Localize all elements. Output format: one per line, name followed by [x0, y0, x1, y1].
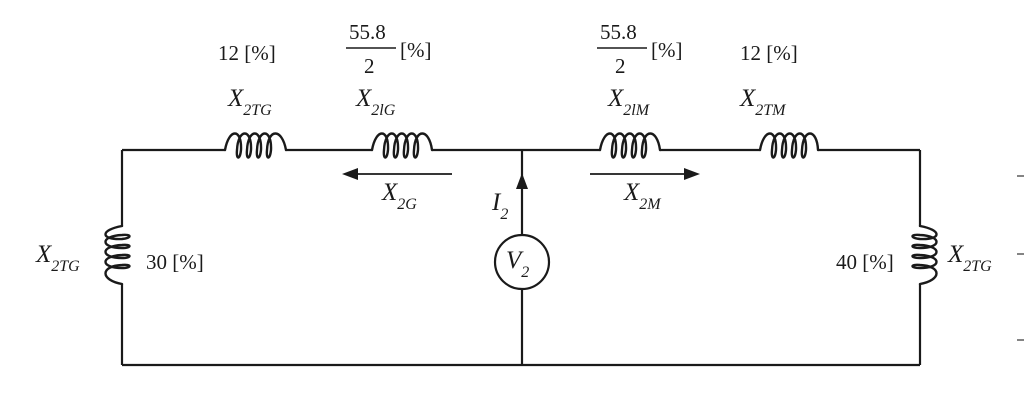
fraction-right-numerator: 55.8: [600, 20, 637, 44]
inductor-x2lg: [370, 132, 434, 159]
label-top-right-pct: 12 [%]: [740, 41, 798, 65]
label-left-vertical-pct: 30 [%]: [146, 250, 204, 274]
inductor-x2tm: [758, 132, 820, 159]
edge-marks: [1017, 175, 1024, 341]
arrow-x2g: [342, 168, 452, 180]
symbol-x2lm: X2lM: [607, 85, 651, 119]
wires: [120, 148, 922, 367]
symbol-x2tm: X2TM: [739, 85, 787, 119]
inductor-x2lm: [598, 132, 662, 159]
symbol-x2tg-right: X2TG: [947, 241, 992, 275]
voltage-source-v2: [493, 233, 551, 291]
inductor-x2tg-left: [104, 224, 131, 286]
symbol-i2: I2: [491, 189, 508, 223]
fraction-right: 55.8 2 [%]: [597, 20, 682, 78]
symbol-x2g: X2G: [381, 179, 417, 213]
symbol-x2tg-left: X2TG: [35, 241, 80, 275]
label-right-vertical-pct: 40 [%]: [836, 250, 894, 274]
fraction-left-numerator: 55.8: [349, 20, 386, 44]
fraction-right-denominator: 2: [615, 54, 626, 78]
label-top-left-pct: 12 [%]: [218, 41, 276, 65]
symbol-v2: V2: [506, 247, 529, 281]
symbol-x2tg-top: X2TG: [227, 85, 272, 119]
inductor-x2tg-top: [223, 132, 288, 159]
symbol-x2lg: X2lG: [355, 85, 396, 119]
fraction-left: 55.8 2 [%]: [346, 20, 431, 78]
arrow-x2m: [590, 168, 700, 180]
fraction-right-unit: [%]: [651, 38, 682, 62]
arrow-i2: [516, 173, 528, 222]
fraction-left-denominator: 2: [364, 54, 375, 78]
symbol-x2m: X2M: [623, 179, 662, 213]
fraction-left-unit: [%]: [400, 38, 431, 62]
inductor-x2tg-right: [911, 224, 938, 286]
